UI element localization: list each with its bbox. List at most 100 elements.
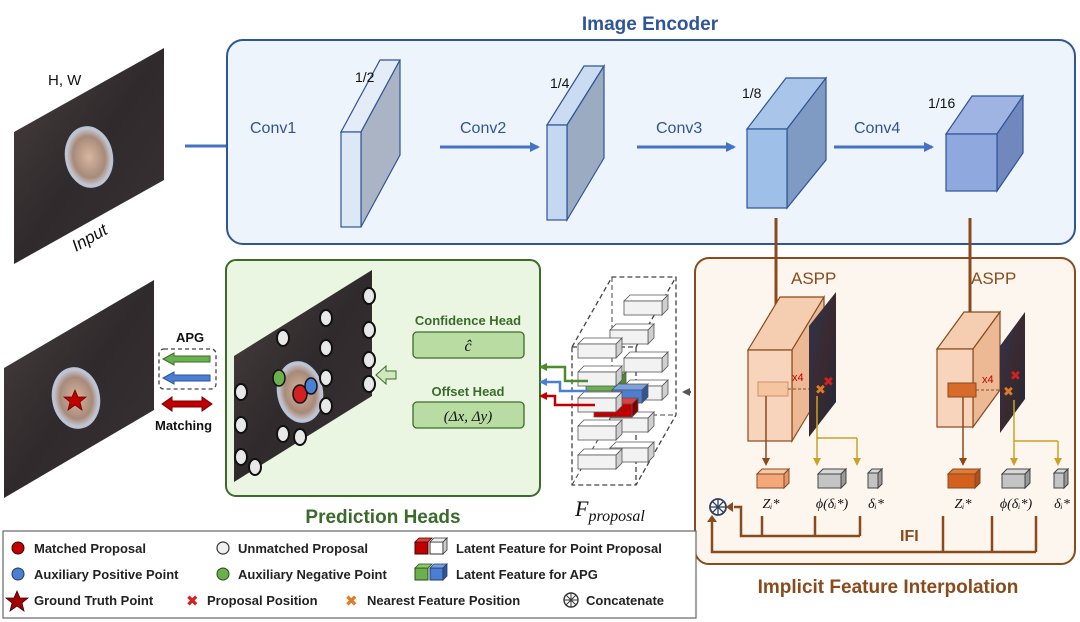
legend-item-label: Auxiliary Negative Point <box>238 567 387 582</box>
unmatched-proposal-point <box>362 287 376 305</box>
z-label-1: Zᵢ* <box>762 497 779 512</box>
z-cube-1 <box>755 467 791 490</box>
concatenate-icon <box>709 498 727 516</box>
unmatched-proposal-point <box>276 329 290 347</box>
collector-arrowhead-1 <box>726 502 733 512</box>
matching-double-arrow <box>161 396 213 412</box>
upsample-label-2: x4 <box>982 374 994 386</box>
ifi-title: Implicit Feature Interpolation <box>758 577 1019 598</box>
proposal-feature-block <box>609 323 655 345</box>
proposal-feature-block <box>577 391 623 413</box>
unmatched-proposal-point <box>362 375 376 393</box>
delta-cube-2 <box>1052 467 1070 490</box>
confidence-head-label: Confidence Head <box>415 313 521 328</box>
auxiliary-positive-point <box>304 377 318 395</box>
ifi-short-label: IFI <box>900 528 919 545</box>
conv4-label: Conv4 <box>854 120 900 137</box>
phi-label-2: ϕ(δᵢ*) <box>1000 497 1033 512</box>
encoder-panel <box>226 39 1076 245</box>
legend-item-label: Auxiliary Positive Point <box>34 567 179 582</box>
proposal-feature-block <box>623 351 669 373</box>
z-label-2: Zᵢ* <box>954 497 971 512</box>
ground-truth-image-group <box>4 280 154 498</box>
heads-to-image-arrow <box>375 364 397 386</box>
unmatched-proposal-point <box>276 425 290 443</box>
aspp-crowd-map-2 <box>1000 312 1025 433</box>
scale-sixteenth-label: 1/16 <box>928 95 955 111</box>
unmatched-proposal-point <box>362 321 376 339</box>
delta-label-1: δᵢ* <box>868 497 884 512</box>
apg-dashed-box <box>158 348 217 390</box>
legend-item-label: Matched Proposal <box>34 541 146 556</box>
legend-item-label: Nearest Feature Position <box>367 593 520 608</box>
concatenate-legend-icon <box>563 592 579 608</box>
unmatched-proposal-point <box>234 416 248 434</box>
legend-item-label: Unmatched Proposal <box>238 541 368 556</box>
legend-box <box>2 530 697 619</box>
apg-negative-feature-arrow <box>539 363 588 383</box>
nearest-feature-x-1: ✖ <box>815 382 826 397</box>
upsample-label-1: x4 <box>792 372 804 384</box>
legend-item-label: Concatenate <box>586 593 664 608</box>
red-dot-icon <box>11 541 25 555</box>
collector-arrowhead-2 <box>707 515 717 522</box>
feature-map-quarter <box>545 63 606 223</box>
ifi-collector-lines <box>710 505 1038 554</box>
green-blue-cube-icon <box>414 563 448 581</box>
unmatched-proposal-point <box>248 458 262 476</box>
offset-head-label: Offset Head <box>432 384 505 399</box>
matched-proposal-point <box>292 384 308 404</box>
input-image-group: H, W Input <box>14 48 164 264</box>
phi-cube-1 <box>816 467 848 490</box>
offset-symbol: (Δx, Δy) <box>444 409 492 425</box>
scale-quarter-label: 1/4 <box>550 75 570 91</box>
delta-cube-1 <box>866 467 884 490</box>
proposal-dots <box>234 287 376 476</box>
proposal-label: Fproposal <box>574 496 645 525</box>
aspp1-label: ASPP <box>791 269 836 288</box>
aspp-crowd-map-1 <box>809 292 836 437</box>
apg-label: APG <box>176 330 204 345</box>
scale-eighth-label: 1/8 <box>742 85 762 101</box>
proposal-x-2: ✖ <box>1010 368 1021 383</box>
phi-label-1: ϕ(δᵢ*) <box>816 497 849 512</box>
confidence-symbol: ĉ <box>464 338 472 355</box>
proposal-feature-block <box>577 337 623 359</box>
input-size-label: H, W <box>48 72 82 89</box>
unmatched-proposal-point <box>319 397 333 415</box>
unmatched-proposal-point <box>319 309 333 327</box>
conv2-label: Conv2 <box>460 120 506 137</box>
unmatched-proposal-point <box>362 351 376 369</box>
unmatched-proposal-point <box>293 428 307 446</box>
encoder-title: Image Encoder <box>582 14 719 35</box>
star-icon <box>4 589 30 612</box>
feature-map-half <box>339 59 402 228</box>
proposal-feature-block <box>577 419 623 441</box>
confidence-head-box <box>412 331 525 359</box>
point-proposal-feature-arrow <box>539 392 595 407</box>
legend-item-label: Latent Feature for APG <box>456 567 598 582</box>
aspp2-label: ASPP <box>971 269 1016 288</box>
orange-cross-icon: ✖ <box>345 593 358 610</box>
aspp-feature-block-2 <box>935 310 1004 429</box>
auxiliary-negative-point <box>272 369 286 387</box>
legend-item-label: Latent Feature for Point Proposal <box>456 541 662 556</box>
apg-positive-feature-arrow <box>539 378 588 393</box>
feature-map-eighth <box>745 76 828 210</box>
prediction-heads-title: Prediction Heads <box>305 507 460 528</box>
unmatched-proposal-point <box>319 369 333 387</box>
offset-head-box <box>412 401 525 429</box>
unmatched-proposal-point <box>234 448 248 466</box>
input-face-highlight <box>64 126 114 188</box>
ground-truth-star-icon <box>62 388 88 411</box>
unmatched-proposal-point <box>319 339 333 357</box>
matching-label: Matching <box>155 418 212 433</box>
proposal-feature-block <box>577 365 623 387</box>
conv1-label: Conv1 <box>250 120 296 137</box>
conv3-label: Conv3 <box>656 120 702 137</box>
feature-map-sixteenth <box>944 94 1025 193</box>
legend-item-label: Ground Truth Point <box>34 593 154 608</box>
phi-cube-2 <box>1000 467 1032 490</box>
legend-item-label: Proposal Position <box>207 593 318 608</box>
